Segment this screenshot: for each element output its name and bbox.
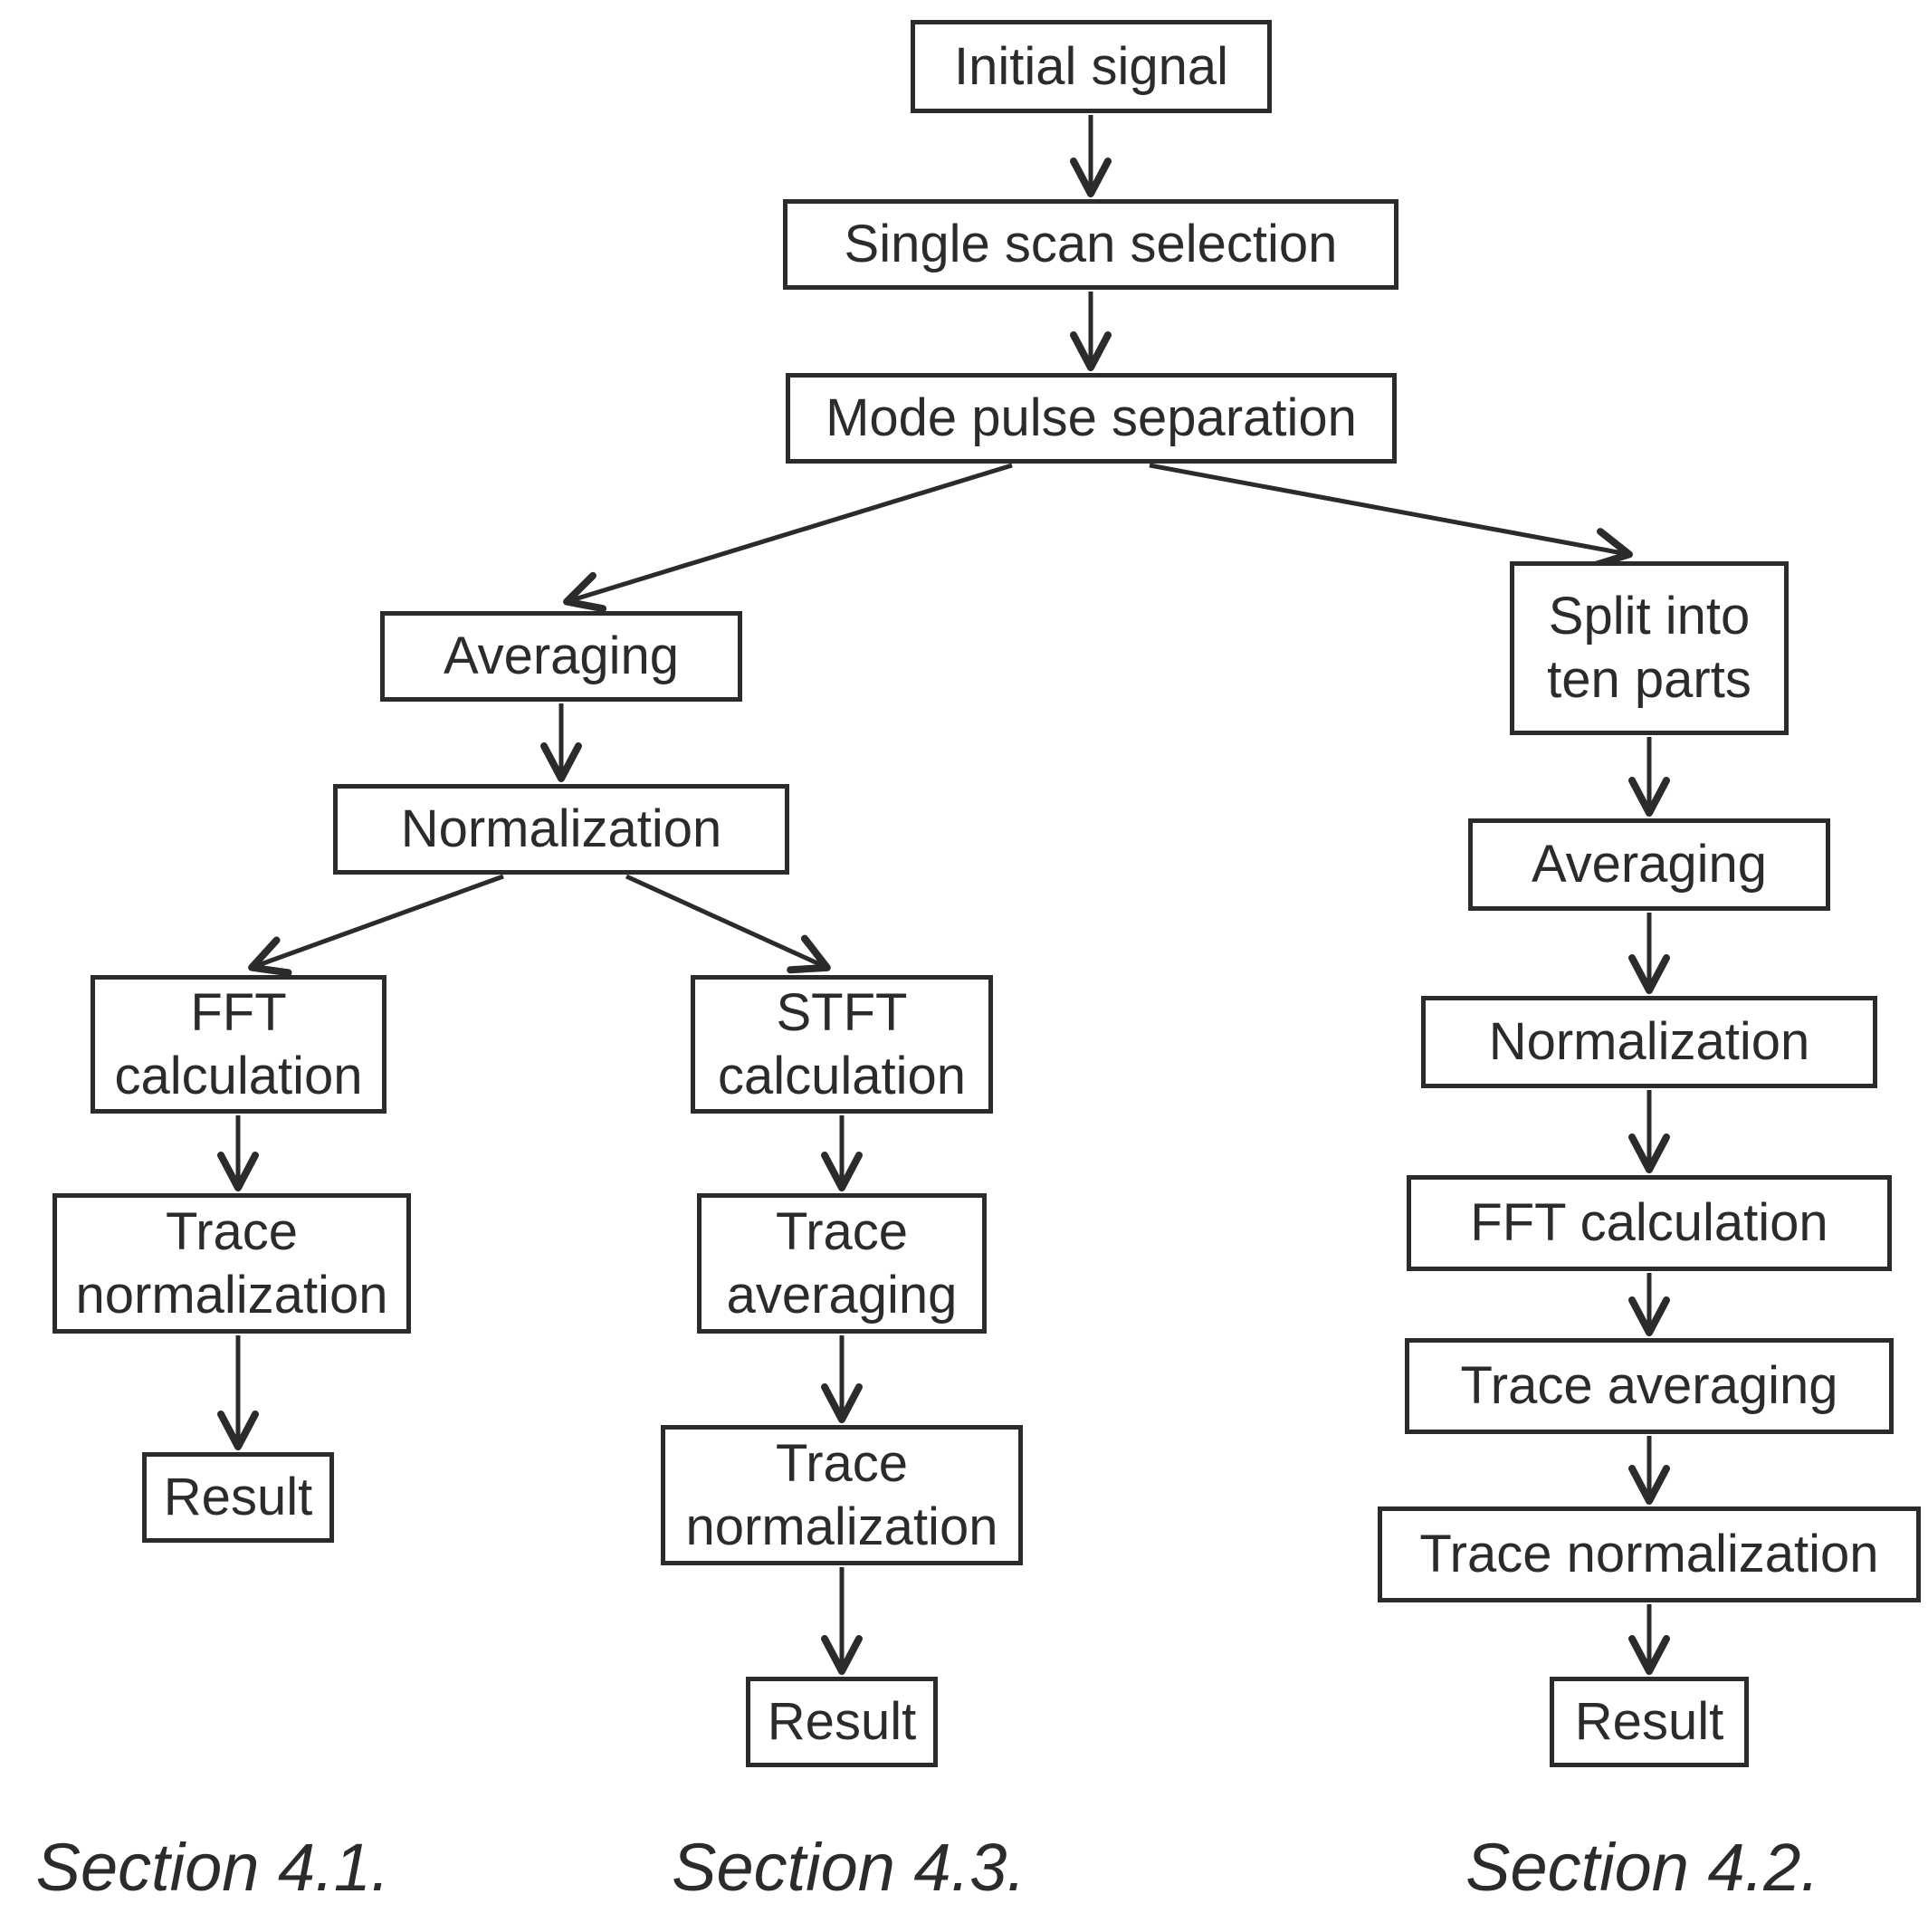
node-label: Trace averaging [1460,1356,1838,1415]
node-label: Initial signal [953,36,1229,96]
node-label: Trace normalization [685,1433,998,1556]
node-mode-pulse-separation: Mode pulse separation [786,373,1397,464]
node-averaging-right: Averaging [1468,818,1830,911]
node-label: Trace normalization [75,1201,388,1325]
section-label-4-3: Section 4.3. [672,1830,1026,1905]
node-trace-averaging-right: Trace averaging [1405,1338,1894,1434]
node-single-scan-selection: Single scan selection [783,199,1398,290]
node-label: Averaging [443,626,680,685]
node-label: Result [163,1468,313,1526]
node-label: FFT calculation [1470,1193,1828,1252]
node-label: Normalization [1488,1012,1810,1071]
node-label: STFT calculation [717,982,967,1105]
node-label: Mode pulse separation [826,388,1357,447]
arrow-mode-pulse-to-averaging-left [563,463,1013,613]
node-trace-normalization-left: Trace normalization [52,1193,411,1334]
section-label-4-1: Section 4.1. [35,1830,390,1905]
node-trace-normalization-middle: Trace normalization [661,1425,1023,1565]
node-trace-normalization-right: Trace normalization [1378,1506,1921,1602]
node-result-middle: Result [746,1677,938,1767]
arrow-normalization-to-fft-left [248,874,504,977]
node-normalization-right: Normalization [1421,996,1877,1088]
node-fft-calculation-left: FFT calculation [91,975,387,1114]
node-label: Trace averaging [726,1201,958,1325]
node-label: Averaging [1531,835,1768,894]
node-result-right: Result [1550,1677,1749,1767]
node-label: Single scan selection [844,215,1338,273]
node-stft-calculation: STFT calculation [691,975,993,1114]
node-label: Result [1574,1692,1724,1751]
node-averaging-left: Averaging [380,611,742,702]
node-initial-signal: Initial signal [911,20,1272,113]
node-result-left: Result [142,1452,334,1543]
node-label: FFT calculation [114,982,363,1105]
node-trace-averaging-middle: Trace averaging [697,1193,987,1334]
node-fft-calculation-right: FFT calculation [1407,1175,1892,1271]
arrow-mode-pulse-to-split [1149,463,1633,569]
arrow-normalization-to-stft [625,874,831,974]
node-label: Normalization [400,799,722,858]
node-normalization-left: Normalization [333,784,789,875]
node-split-into-ten-parts: Split into ten parts [1510,561,1789,735]
node-label: Result [767,1692,917,1751]
node-label: Trace normalization [1419,1525,1879,1583]
node-label: Split into ten parts [1547,587,1751,709]
section-label-4-2: Section 4.2. [1465,1830,1819,1905]
